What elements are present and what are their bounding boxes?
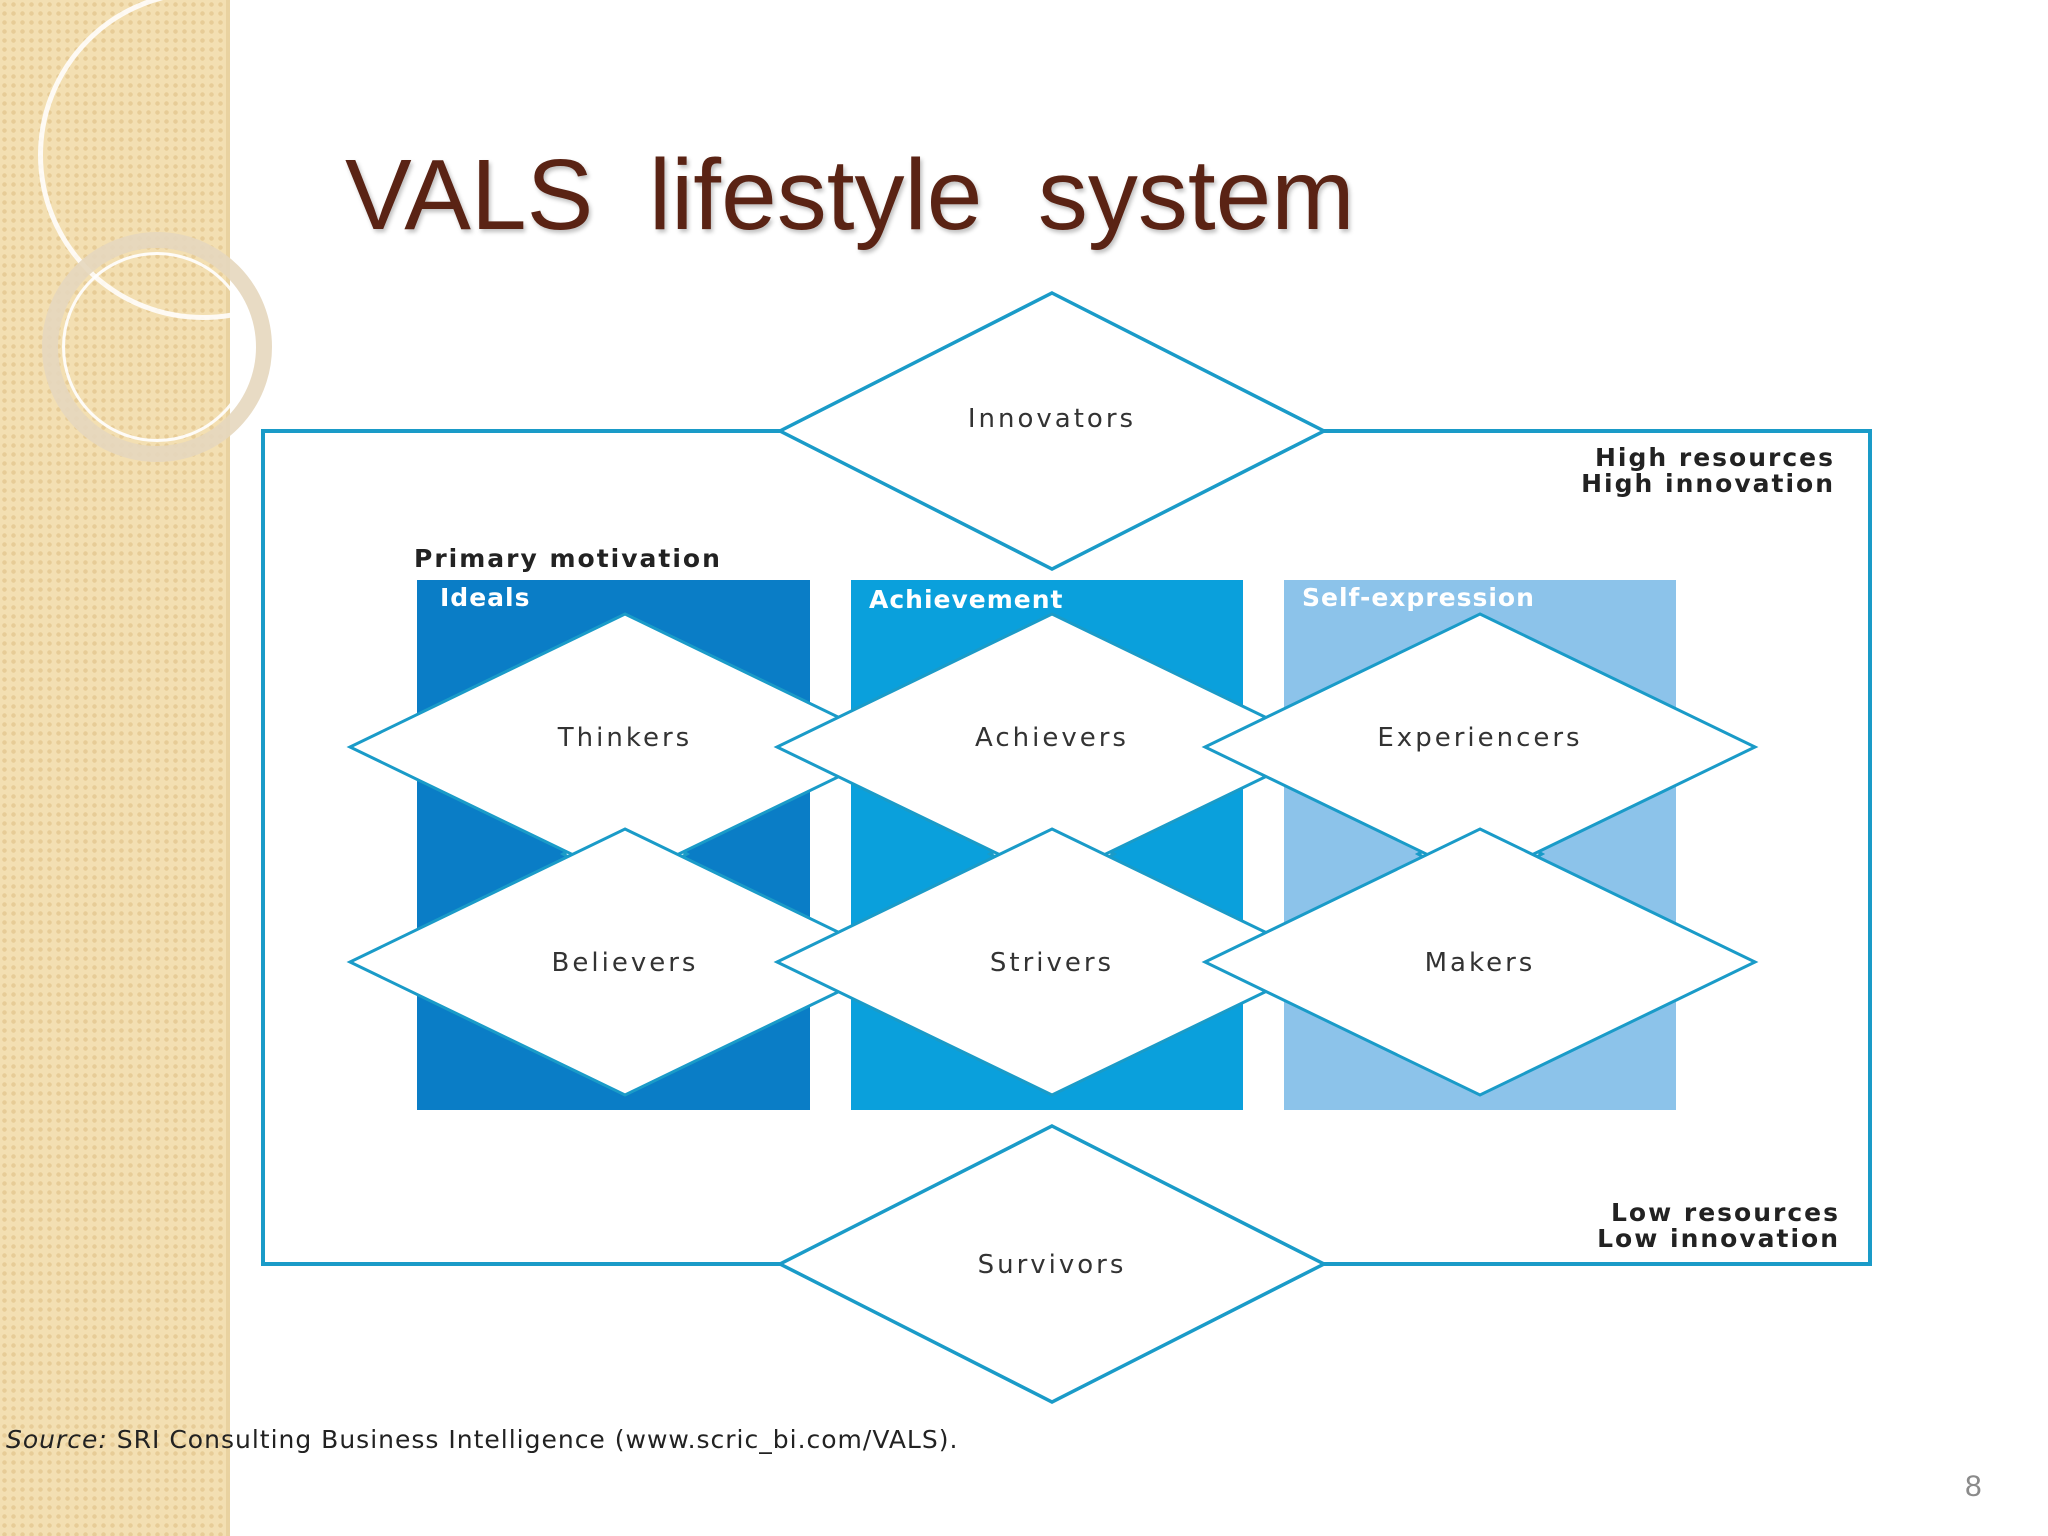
decorative-circle-small	[62, 252, 252, 442]
page-number: 8	[1965, 1470, 1982, 1503]
column-label-achievement: Achievement	[869, 585, 1064, 614]
diamond-strivers	[773, 827, 1331, 1097]
high-innovation-label: High innovation	[1581, 469, 1835, 498]
primary-motivation-heading: Primary motivation	[414, 544, 722, 573]
column-label-ideals: Ideals	[440, 583, 530, 612]
segment-label-believers: Believers	[552, 948, 699, 978]
segment-label-makers: Makers	[1425, 948, 1536, 978]
diamond-believers	[346, 827, 904, 1097]
sidebar-edge	[226, 0, 230, 1536]
source-label: Source:	[6, 1425, 108, 1454]
slide-title: VALS lifestyle system	[345, 139, 1355, 251]
source-citation: Source: SRI Consulting Business Intellig…	[6, 1425, 958, 1454]
low-innovation-label: Low innovation	[1597, 1224, 1840, 1253]
segment-label-thinkers: Thinkers	[557, 723, 692, 753]
source-text: SRI Consulting Business Intelligence (ww…	[107, 1425, 959, 1454]
segment-label-strivers: Strivers	[990, 948, 1114, 978]
column-label-self-expression: Self-expression	[1302, 583, 1535, 612]
high-resources-label: High resources	[1595, 443, 1835, 472]
segment-label-experiencers: Experiencers	[1377, 723, 1582, 753]
diamond-survivors	[776, 1124, 1328, 1404]
diamond-innovators	[776, 291, 1328, 571]
segment-label-innovators: Innovators	[968, 404, 1136, 434]
low-resources-label: Low resources	[1611, 1198, 1840, 1227]
segment-label-survivors: Survivors	[978, 1250, 1127, 1280]
diamond-makers	[1201, 827, 1759, 1097]
segment-label-achievers: Achievers	[975, 723, 1129, 753]
